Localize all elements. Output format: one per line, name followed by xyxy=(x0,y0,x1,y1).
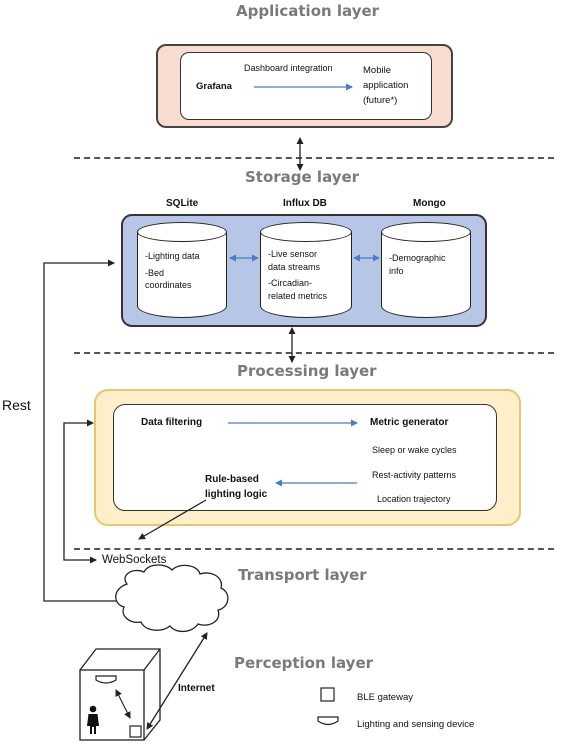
room-internal-arrow xyxy=(115,689,131,719)
application-storage-separator xyxy=(74,157,554,159)
mongo-item-2: info xyxy=(389,265,404,276)
storage-layer-title: Storage layer xyxy=(245,168,360,186)
cloud-server-line1: 3rd party xyxy=(141,587,185,599)
influxdb-database: -Live sensor data streams -Circadian- re… xyxy=(260,222,352,318)
processing-inner-box xyxy=(113,404,497,511)
application-inner-box xyxy=(180,52,432,120)
mongo-database: -Demographic info xyxy=(381,222,471,318)
application-layer-title: Application layer xyxy=(236,2,380,20)
grafana-label: Grafana xyxy=(196,81,232,92)
processing-transport-separator xyxy=(74,548,554,550)
influx-item-2: data streams xyxy=(268,261,321,272)
ceiling-light-device xyxy=(95,675,117,684)
storage-processing-separator xyxy=(74,352,554,354)
mongo-title: Mongo xyxy=(413,198,446,209)
influx-item-3: -Circadian- xyxy=(268,278,313,288)
internet-label: Internet xyxy=(178,683,215,694)
metric-item-sleep: Sleep or wake cycles xyxy=(372,445,457,455)
legend-gateway-label: BLE gateway xyxy=(357,692,413,703)
room-box xyxy=(79,648,161,741)
mobile-app-line3: (future*) xyxy=(363,95,398,106)
data-filtering-label: Data filtering xyxy=(141,417,203,428)
metric-item-rest-activity: Rest-activity patterns xyxy=(372,470,457,480)
mobile-app-line2: application xyxy=(363,80,409,91)
rule-based-line1: Rule-based xyxy=(205,474,259,485)
transport-layer-title: Transport layer xyxy=(238,566,367,584)
rest-label: Rest xyxy=(2,397,31,413)
processing-layer-title: Processing layer xyxy=(237,362,377,380)
legend-device-label: Lighting and sensing device xyxy=(357,719,475,730)
mongo-item-1: -Demographic xyxy=(389,253,446,263)
sqlite-title: SQLite xyxy=(166,198,199,209)
sqlite-database: -Lighting data -Bed coordinates xyxy=(137,222,227,318)
perception-layer-title: Perception layer xyxy=(234,654,374,672)
legend-device-icon xyxy=(317,716,339,726)
sqlite-item-1: -Lighting data xyxy=(145,251,200,261)
mobile-app-line1: Mobile xyxy=(363,65,391,76)
person-icon xyxy=(87,705,99,734)
sqlite-item-2: -Bed xyxy=(145,267,165,278)
metric-generator-label: Metric generator xyxy=(370,417,449,428)
legend-gateway-icon xyxy=(320,687,335,702)
room-gateway xyxy=(129,725,142,738)
sqlite-item-3: coordinates xyxy=(145,280,192,290)
metric-item-location: Location trajectory xyxy=(377,494,451,504)
rule-based-line2: lighting logic xyxy=(205,489,268,500)
dashboard-integration-label: Dashboard integration xyxy=(244,63,333,73)
influx-item-1: -Live sensor xyxy=(268,249,318,259)
websockets-label: WebSockets xyxy=(102,554,167,566)
influxdb-title: Influx DB xyxy=(283,198,327,209)
influx-item-4: related metrics xyxy=(268,290,328,301)
cloud-server-line2: cloud server xyxy=(141,601,201,613)
internet-arrow xyxy=(146,632,208,730)
websockets-connector xyxy=(63,419,97,564)
